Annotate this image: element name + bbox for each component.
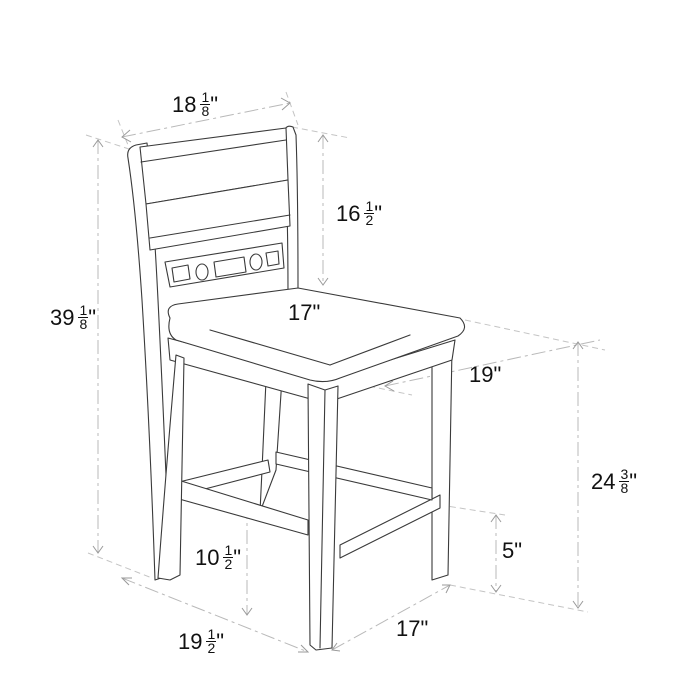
label-footrest-front-height: 10 1 2 " [195, 542, 242, 572]
fraction: 1 8 [200, 89, 211, 119]
stool-drawing [127, 125, 466, 651]
fraction: 3 8 [619, 466, 630, 496]
label-seat-depth: 19 " [469, 362, 502, 387]
front-left-leg [157, 354, 185, 581]
label-back-height: 16 1 2 " [336, 198, 383, 228]
fraction: 1 2 [223, 542, 234, 572]
label-seat-height: 24 3 8 " [591, 466, 638, 496]
arrowheads [92, 97, 584, 653]
rear-right-leg [259, 377, 283, 513]
label-base-width: 17 " [396, 616, 429, 641]
seat-top [167, 287, 466, 383]
side-stretcher-right [339, 494, 441, 559]
label-base-depth: 19 1 2 " [178, 626, 225, 656]
label-footrest-side-height: 5 " [502, 538, 523, 563]
fraction: 1 8 [78, 302, 89, 332]
label-seat-width: 17 " [288, 300, 321, 325]
label-back-width: 18 1 8 " [172, 89, 219, 119]
back-right-leg [431, 347, 453, 581]
fraction: 1 2 [206, 626, 217, 656]
label-overall-height: 39 1 8 " [50, 302, 97, 332]
fraction: 1 2 [364, 198, 375, 228]
rear-stretcher [275, 451, 433, 501]
front-stretcher [169, 479, 309, 536]
